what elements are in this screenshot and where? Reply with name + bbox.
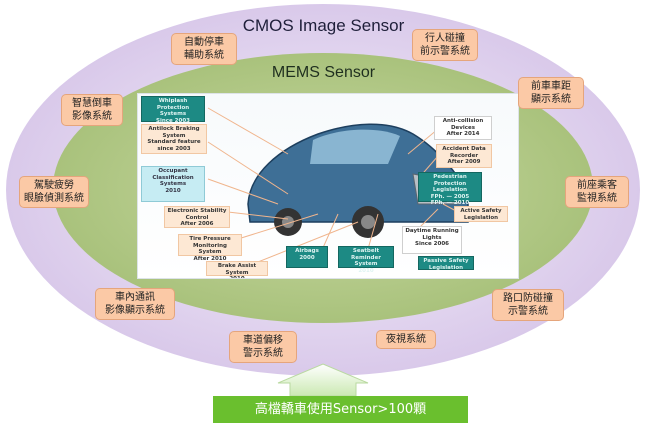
mems-label-pedestrian-legislation: Pedestrian Protection Legislation FPh. —… xyxy=(418,172,482,206)
cmos-title: CMOS Image Sensor xyxy=(242,16,405,35)
mems-title: MEMS Sensor xyxy=(271,64,376,81)
cmos-label-rear-camera: 智慧倒車 影像系統 xyxy=(61,94,123,126)
mems-label-whiplash: Whiplash Protection Systems Since 2003 xyxy=(141,96,205,124)
sensor-count-label: 高檔轎車使用Sensor>100顆 xyxy=(213,396,468,423)
cmos-label-front-passenger: 前座乘客 監視系統 xyxy=(565,176,629,208)
car-illustration xyxy=(207,107,469,267)
cmos-label-night-vision: 夜視系統 xyxy=(376,330,436,349)
mems-label-airbags: Airbags 2000 xyxy=(286,246,328,268)
car-window xyxy=(310,129,400,164)
cmos-label-driver-fatigue: 駕駛疲勞 眼臉偵測系統 xyxy=(19,176,89,208)
mems-label-stability: Electronic Stability Control After 2006 xyxy=(164,206,230,228)
cmos-label-in-car-comm: 車內通訊 影像顯示系統 xyxy=(95,288,175,320)
cmos-label-auto-parking: 自動停車 輔助系統 xyxy=(171,33,237,65)
mems-label-occupant: Occupant Classification Systems 2010 xyxy=(141,166,205,202)
cmos-label-pedestrian-warning: 行人碰撞 前示警系統 xyxy=(412,29,478,61)
mems-label-brake-assist: Brake Assist System 2010 xyxy=(206,261,268,278)
cmos-label-lane-departure: 車道偏移 警示系統 xyxy=(229,331,297,363)
mems-label-active-safety: Active Safety Legislation xyxy=(454,206,508,222)
mems-label-tire-pressure: Tire Pressure Monitoring System After 20… xyxy=(178,234,242,262)
mems-label-seatbelt: Seatbelt Reminder System 2010 xyxy=(338,246,394,274)
mems-label-accident-recorder: Accident Data Recorder After 2009 xyxy=(436,144,492,168)
mems-label-antilock: Antilock Braking System Standard feature… xyxy=(141,124,207,154)
cmos-label-intersection-warning: 路口防碰撞 示警系統 xyxy=(492,289,564,321)
mems-label-anti-collision: Anti-collision Devices After 2014 xyxy=(434,116,492,140)
mems-label-passive-safety: Passive Safety Legislation xyxy=(418,256,474,271)
mems-label-daytime-lights: Daytime Running Lights Since 2006 xyxy=(402,226,462,254)
cmos-label-front-distance: 前車車距 顯示系統 xyxy=(518,77,584,109)
up-arrow xyxy=(277,363,369,397)
